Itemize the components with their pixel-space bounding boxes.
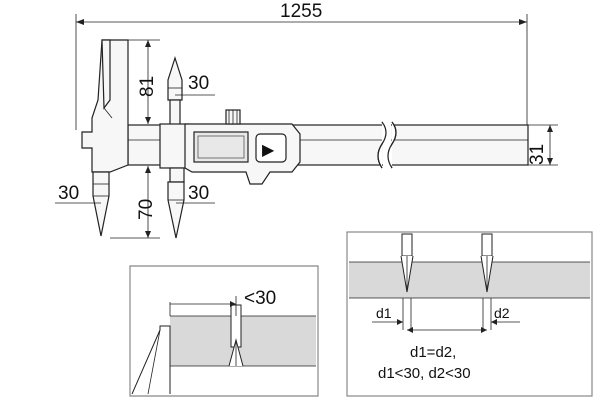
lower-left-tip-dimension: 30 xyxy=(55,183,101,204)
equation-line-1: d1=d2, xyxy=(410,344,456,361)
play-icon: ▶ xyxy=(262,142,275,159)
overall-length-label: 1255 xyxy=(280,1,322,22)
equation-line-2: d1<30, d2<30 xyxy=(378,365,471,382)
detail-panel-left: <30 xyxy=(129,265,319,397)
lower-right-tip-label: 30 xyxy=(188,183,209,204)
upper-point-tip xyxy=(167,56,183,127)
lower-left-tip-label: 30 xyxy=(58,183,79,204)
detail-panel-right: d1 d2 d1=d2, d1<30, d2<30 xyxy=(346,231,593,397)
lower-jaw-dimension: 70 xyxy=(110,166,160,239)
slider-body: ▶ xyxy=(159,109,301,185)
upper-tip-dimension: 30 xyxy=(175,73,215,96)
lower-point-tip xyxy=(167,167,185,239)
upper-tip-label: 30 xyxy=(188,73,209,94)
lower-right-tip-dimension: 30 xyxy=(176,183,215,204)
beam-height-label: 31 xyxy=(527,144,548,165)
mode-button[interactable] xyxy=(255,133,287,163)
lcd-display xyxy=(193,131,249,163)
d1-label: d1 xyxy=(376,305,392,321)
overall-length-dimension: 1255 xyxy=(75,1,528,133)
lower-jaw-label: 70 xyxy=(136,199,157,220)
d2-label: d2 xyxy=(494,305,510,321)
fixed-jaw xyxy=(81,39,129,237)
upper-jaw-label: 81 xyxy=(137,76,158,97)
beam-height-dimension: 31 xyxy=(520,124,558,166)
upper-jaw-dimension: 81 xyxy=(110,39,160,124)
gap-label: <30 xyxy=(244,288,276,309)
